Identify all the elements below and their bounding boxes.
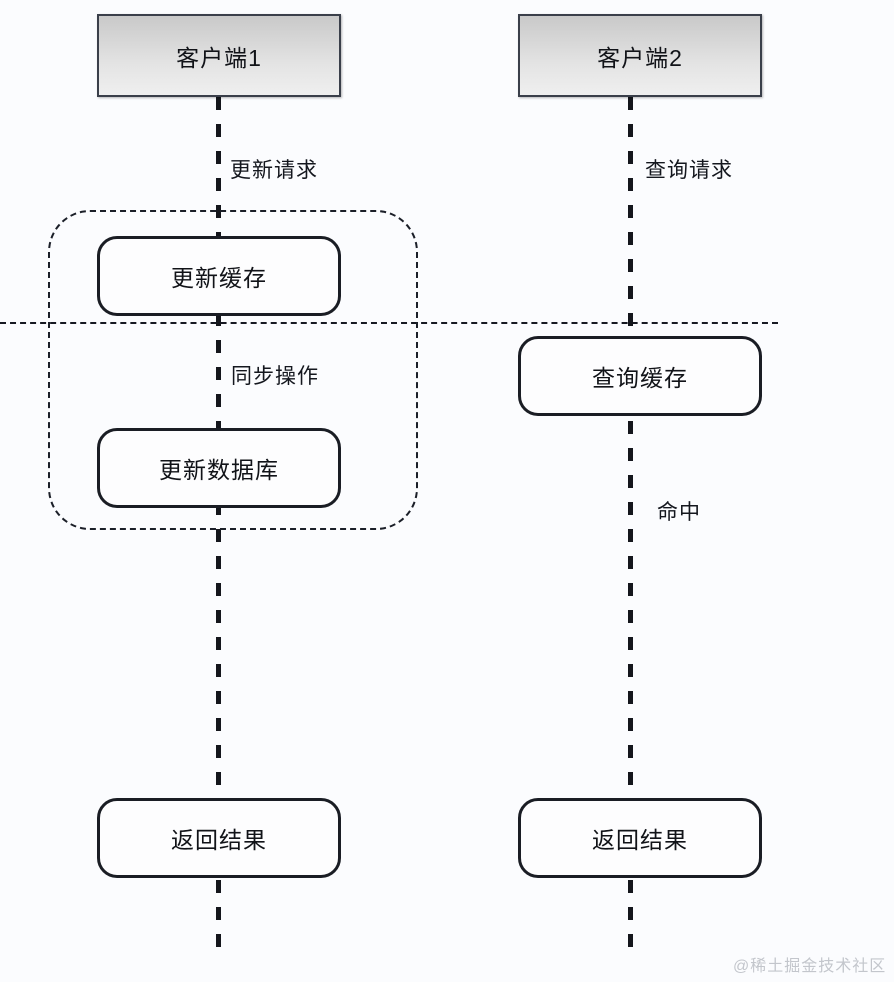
action-update-database-label: 更新数据库: [159, 457, 279, 483]
action-query-cache[interactable]: 查询缓存: [518, 336, 762, 416]
participant-client1-label: 客户端1: [176, 44, 262, 71]
watermark: @稀土掘金技术社区: [733, 958, 887, 975]
action-update-cache[interactable]: 更新缓存: [97, 236, 341, 316]
participant-client2[interactable]: 客户端2: [518, 14, 762, 97]
atomic-operation-group: [48, 210, 418, 530]
action-update-database[interactable]: 更新数据库: [97, 428, 341, 508]
action-return-result-left-label: 返回结果: [171, 827, 267, 853]
action-return-result-right-label: 返回结果: [592, 827, 688, 853]
lifeline-client1: [216, 97, 221, 955]
action-query-cache-label: 查询缓存: [592, 365, 688, 391]
participant-client1[interactable]: 客户端1: [97, 14, 341, 97]
timeline-separator: [0, 322, 778, 324]
message-label-sync-operation: 同步操作: [231, 365, 319, 388]
participant-client2-label: 客户端2: [597, 44, 683, 71]
action-return-result-right[interactable]: 返回结果: [518, 798, 762, 878]
action-update-cache-label: 更新缓存: [171, 265, 267, 291]
lifeline-client2: [628, 97, 633, 955]
action-return-result-left[interactable]: 返回结果: [97, 798, 341, 878]
message-label-update-request: 更新请求: [230, 159, 318, 182]
message-label-hit: 命中: [657, 501, 701, 524]
message-label-query-request: 查询请求: [645, 159, 733, 182]
